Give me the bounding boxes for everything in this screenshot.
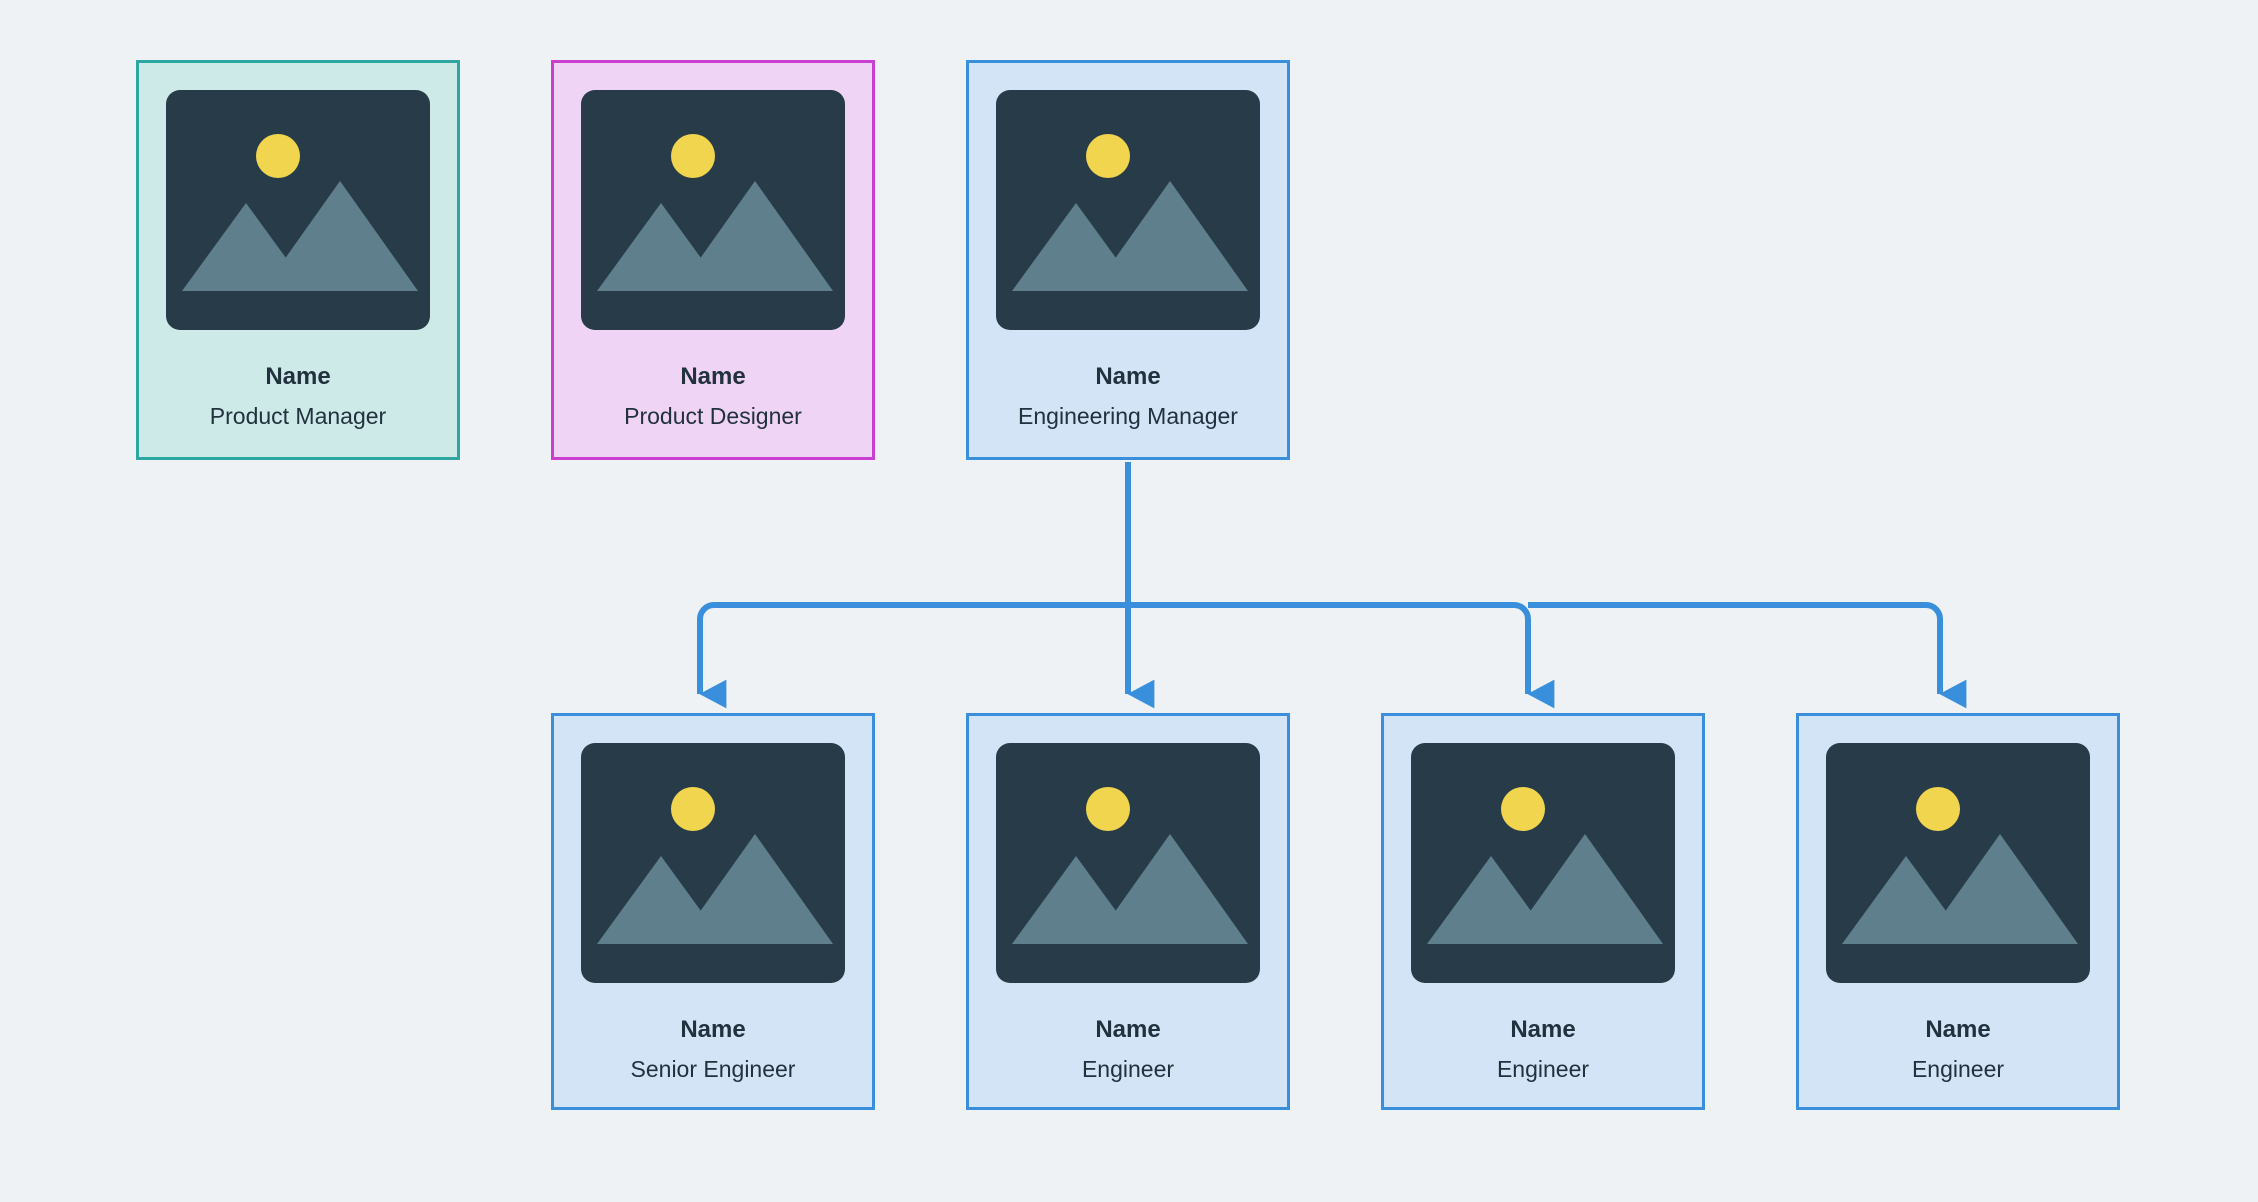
- photo-placeholder-icon: [581, 90, 845, 330]
- person-role: Engineer: [1911, 1056, 2005, 1082]
- person-role: Engineer: [1081, 1056, 1175, 1082]
- sun-icon: [671, 134, 715, 178]
- connector-branch-4: [1528, 602, 1967, 709]
- mountain-base: [1022, 929, 1234, 941]
- person-name: Name: [680, 363, 746, 390]
- photo-placeholder-icon: [1411, 743, 1675, 983]
- photo-placeholder-icon: [581, 743, 845, 983]
- person-role: Product Designer: [624, 403, 802, 429]
- person-role: Senior Engineer: [630, 1056, 796, 1082]
- mountain-base: [607, 929, 819, 941]
- person-role: Product Manager: [209, 403, 387, 429]
- mountain-base: [192, 276, 404, 288]
- connector-branch-3: [1128, 602, 1555, 709]
- connector-branch-1: [697, 602, 1128, 709]
- photo-placeholder-icon: [166, 90, 430, 330]
- mountain-base: [1022, 276, 1234, 288]
- sun-icon: [1501, 787, 1545, 831]
- mountain-base: [1852, 929, 2064, 941]
- mountain-base: [1437, 929, 1649, 941]
- sun-icon: [1916, 787, 1960, 831]
- person-role: Engineering Manager: [1018, 403, 1238, 429]
- person-name: Name: [1095, 363, 1161, 390]
- sun-icon: [256, 134, 300, 178]
- sun-icon: [1086, 787, 1130, 831]
- person-name: Name: [1510, 1016, 1576, 1043]
- mountain-base: [607, 276, 819, 288]
- photo-placeholder-icon: [1826, 743, 2090, 983]
- person-name: Name: [680, 1016, 746, 1043]
- person-role: Engineer: [1496, 1056, 1590, 1082]
- photo-placeholder-icon: [996, 743, 1260, 983]
- person-name: Name: [1925, 1016, 1991, 1043]
- sun-icon: [671, 787, 715, 831]
- sun-icon: [1086, 134, 1130, 178]
- photo-placeholder-icon: [996, 90, 1260, 330]
- person-name: Name: [1095, 1016, 1161, 1043]
- person-name: Name: [265, 363, 331, 390]
